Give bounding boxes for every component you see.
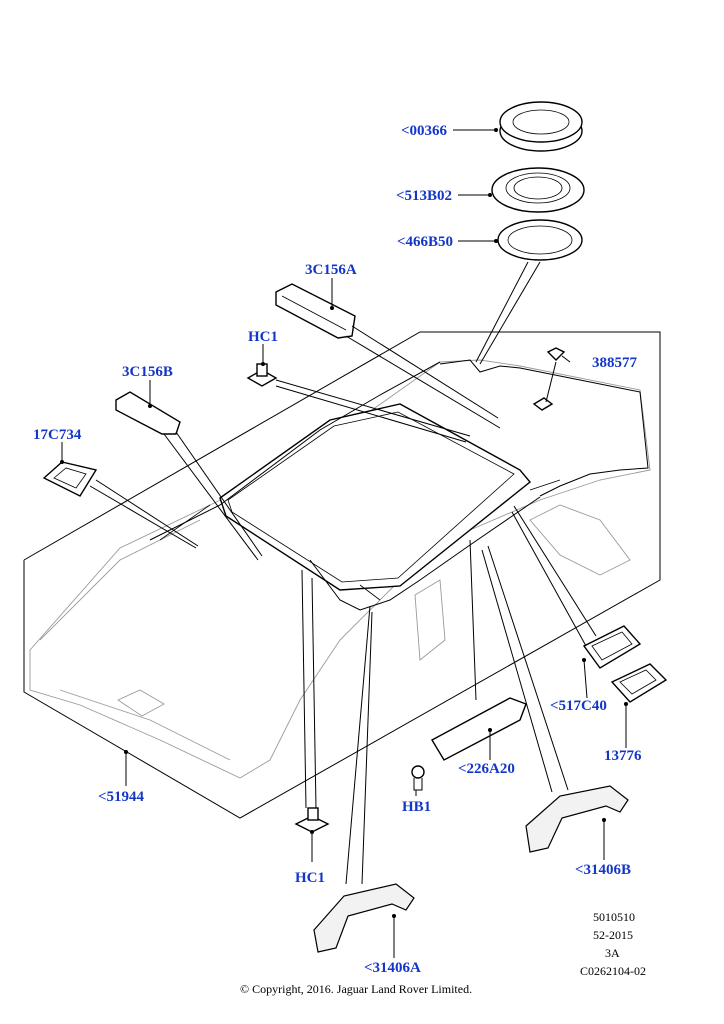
label-17C734[interactable]: 17C734 <box>33 427 82 443</box>
bracket-3C156A <box>275 283 356 339</box>
lamp-13776 <box>610 663 668 703</box>
label-388577[interactable]: 388577 <box>592 355 638 371</box>
label-HB1[interactable]: HB1 <box>402 799 431 815</box>
clip-HC1-bottom <box>294 807 330 833</box>
handle-31406B <box>525 785 629 853</box>
speaker-ring-00366 <box>499 101 583 152</box>
label-31406A[interactable]: <31406A <box>364 960 421 976</box>
meta-line-3: 3A <box>605 946 620 960</box>
bracket-3C156B <box>115 391 181 435</box>
clip-388577 <box>532 347 566 411</box>
clip-HC1-top <box>246 363 278 387</box>
label-226A20[interactable]: <226A20 <box>458 761 515 777</box>
part-labels: <00366 <513B02 <466B50 3C156A HC1 388577… <box>33 123 642 976</box>
bracket-226A20 <box>431 697 527 761</box>
label-517C40[interactable]: <517C40 <box>550 698 607 714</box>
leader-lines <box>60 128 628 958</box>
label-3C156B[interactable]: 3C156B <box>122 364 173 380</box>
label-513B02[interactable]: <513B02 <box>396 188 452 204</box>
label-51944[interactable]: <51944 <box>98 789 145 805</box>
label-466B50[interactable]: <466B50 <box>397 234 453 250</box>
lens-517C40 <box>582 625 642 669</box>
speaker-466B50 <box>497 219 583 261</box>
meta-line-2: 52-2015 <box>593 928 633 942</box>
bezel-17C734 <box>42 461 98 497</box>
meta-line-4: C0262104-02 <box>580 964 646 978</box>
sunroof-opening <box>149 359 649 611</box>
copyright: © Copyright, 2016. Jaguar Land Rover Lim… <box>240 982 472 996</box>
label-00366[interactable]: <00366 <box>401 123 448 139</box>
label-HC1-top[interactable]: HC1 <box>248 329 278 345</box>
bolt-HB1 <box>411 765 425 791</box>
drawing-meta: 5010510 52-2015 3A C0262104-02 <box>580 910 646 978</box>
speaker-grille-513B02 <box>491 167 585 213</box>
handle-31406A <box>313 883 415 953</box>
label-13776[interactable]: 13776 <box>604 748 642 764</box>
headliner-frame <box>23 331 661 819</box>
label-3C156A[interactable]: 3C156A <box>305 262 357 278</box>
meta-line-1: 5010510 <box>593 910 635 924</box>
label-HC1-bottom[interactable]: HC1 <box>295 870 325 886</box>
label-31406B[interactable]: <31406B <box>575 862 631 878</box>
